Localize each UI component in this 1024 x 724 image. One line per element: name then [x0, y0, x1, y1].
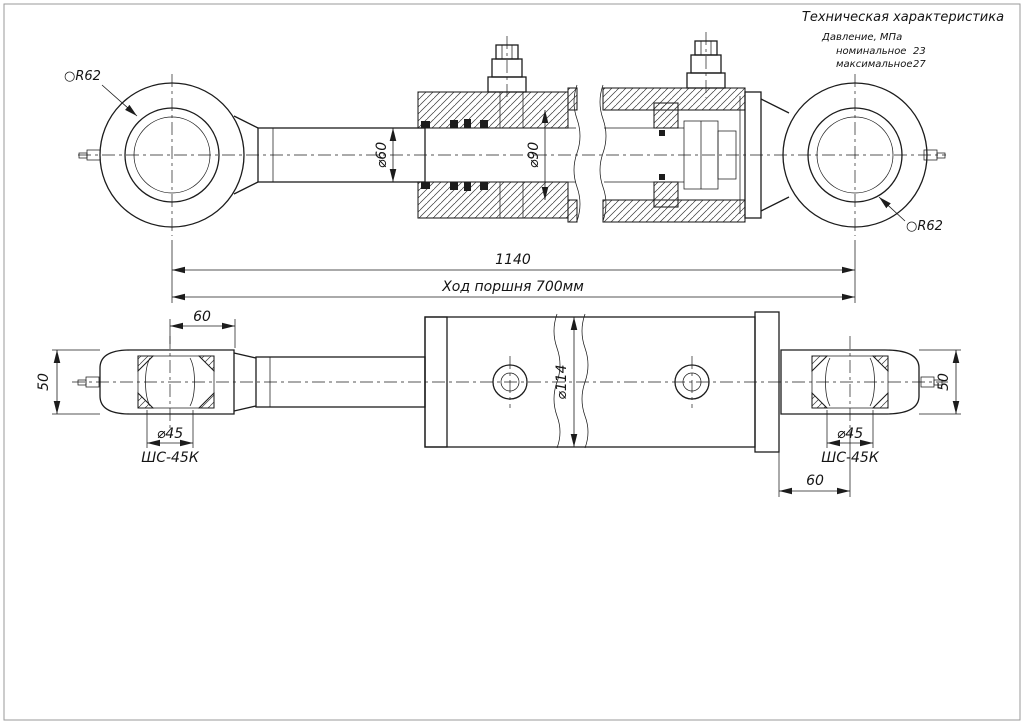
spec-table: Техническая характеристика Давление, МПа…: [802, 10, 1004, 70]
bearing-outline: [825, 357, 831, 407]
sheet-border: [3, 3, 1021, 721]
break-line: [553, 313, 561, 449]
left-rod-eye: [78, 82, 245, 228]
right-rod-eye: [782, 82, 946, 228]
top-view-dimensions: ⌀60 ⌀90 1140 Ход поршня 700мм: [171, 110, 856, 303]
right-bearing-designation: ШС-45К: [821, 450, 880, 466]
dim-rod-diameter: ⌀60: [374, 142, 390, 168]
rear-flange: [754, 311, 780, 453]
cylinder-body-plan: [424, 311, 780, 453]
break-line: [573, 84, 581, 222]
dim-left-eye-bore: ⌀45: [157, 426, 183, 442]
radius-leaders: ○R62 ○R62: [64, 69, 943, 234]
dim-right-eye-radius: ○R62: [906, 219, 943, 234]
right-eye-plan: [780, 349, 943, 415]
rod-seal: [450, 120, 458, 128]
dim-left-eye-thickness: 50: [36, 373, 52, 391]
upper-section-view: ○R62 ○R62 ⌀60 ⌀90 1140 Ход поршня 700мм: [64, 32, 946, 303]
break-line: [581, 313, 589, 449]
dim-left-eye-width: 60: [193, 309, 211, 325]
wiper-seal: [421, 121, 430, 128]
spec-title: Техническая характеристика: [802, 10, 1004, 25]
rear-cap: [744, 91, 762, 219]
spec-nominal-value: 23: [913, 46, 926, 57]
dim-left-eye-radius: ○R62: [64, 69, 101, 84]
left-eye-plan: [77, 349, 235, 415]
port-boss-b: [674, 364, 710, 400]
bottom-view-dimensions: 60 50 ⌀45 ШС-45К ⌀114 ⌀45 ШС-45К: [36, 309, 961, 497]
rear-head-assembly: [653, 91, 790, 219]
front-flange: [424, 316, 448, 448]
hydraulic-port-a: [487, 44, 527, 93]
dim-right-eye-thickness: 50: [936, 373, 952, 391]
dim-right-eye-offset: 60: [806, 473, 824, 489]
dim-overall-length: 1140: [495, 252, 531, 268]
bearing-outline: [145, 357, 151, 407]
hydraulic-port-b: [686, 40, 726, 89]
lower-plan-view: 60 50 ⌀45 ШС-45К ⌀114 ⌀45 ШС-45К: [36, 309, 961, 497]
dim-bore-diameter: ⌀90: [526, 142, 542, 168]
port-boss-a: [492, 364, 528, 400]
spec-pressure-label: Давление, МПа: [821, 32, 902, 43]
left-bearing-designation: ШС-45К: [141, 450, 200, 466]
dim-stroke: Ход поршня 700мм: [441, 279, 584, 295]
break-line: [599, 84, 607, 222]
spec-maximum-value: 27: [913, 59, 926, 70]
dim-cylinder-diameter: ⌀114: [554, 364, 570, 399]
spec-maximum-label: максимальное: [836, 59, 912, 70]
spec-nominal-label: номинальное: [836, 46, 906, 57]
